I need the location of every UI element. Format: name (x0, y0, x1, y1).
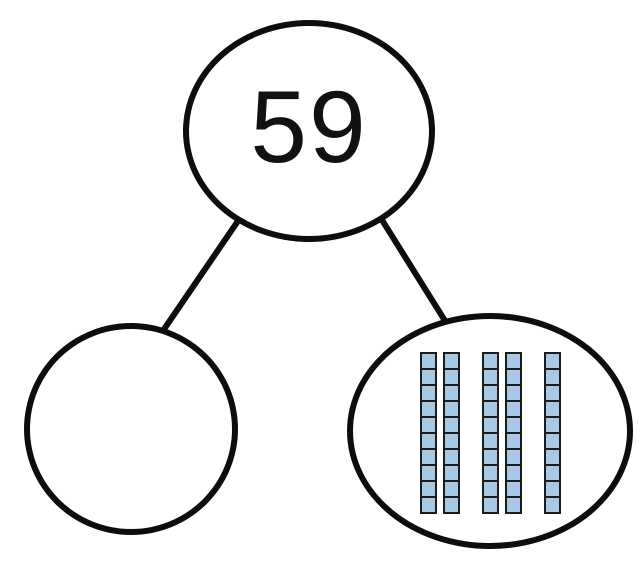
rod-unit-cell (543, 496, 561, 514)
rod-unit-cell (504, 496, 522, 514)
connector-left-line (155, 215, 243, 341)
tens-rod[interactable] (504, 352, 522, 514)
total-value: 59 (250, 70, 368, 184)
rod-unit-cell (481, 496, 499, 514)
tens-rod[interactable] (419, 352, 437, 514)
tens-rod[interactable] (543, 352, 561, 514)
right-part-circle (347, 313, 633, 549)
tens-rod[interactable] (442, 352, 460, 514)
rod-unit-cell (419, 496, 437, 514)
left-part-circle[interactable] (24, 323, 238, 535)
connector-right-line (379, 217, 455, 335)
rod-unit-cell (442, 496, 460, 514)
tens-rods-group (419, 352, 561, 514)
total-circle: 59 (183, 20, 435, 242)
tens-rod[interactable] (481, 352, 499, 514)
